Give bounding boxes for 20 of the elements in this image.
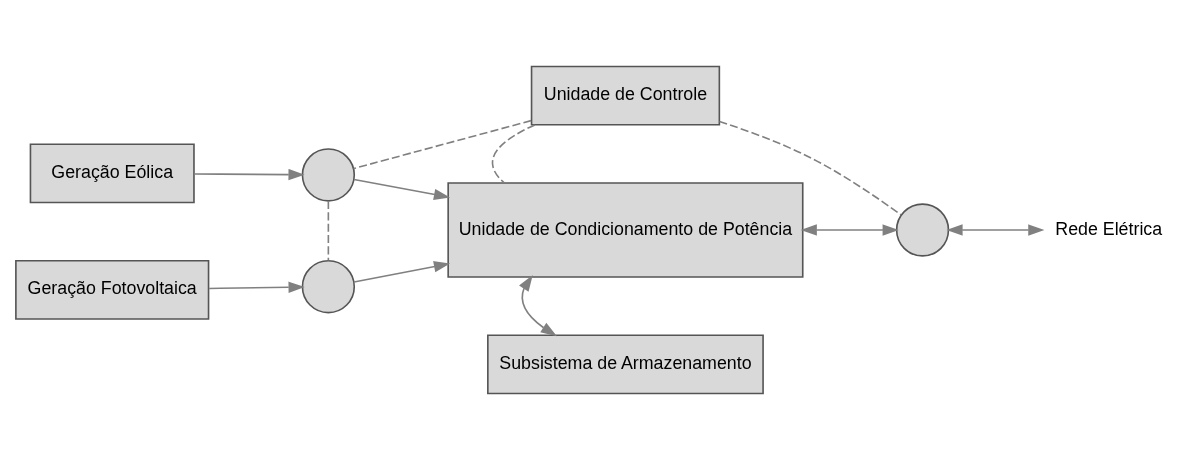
arrow [353, 261, 451, 283]
arrow [353, 178, 451, 201]
connector [718, 120, 902, 216]
connector [327, 200, 330, 262]
node-text: Rede Elétrica [1055, 218, 1163, 239]
arrow [800, 224, 899, 236]
node-box: Unidade de Controle [530, 65, 721, 126]
node-circle [895, 203, 950, 257]
node-box: Subsistema de Armazenamento [487, 334, 764, 395]
node-circle [301, 259, 356, 314]
arrow [193, 169, 305, 181]
arrow [208, 281, 305, 293]
arrow [519, 275, 557, 337]
connector [352, 119, 532, 170]
connector [491, 124, 536, 184]
node-box: Unidade de Condicionamento de Potência [447, 182, 804, 278]
node-box: Geração Fotovoltaica [15, 259, 210, 320]
node-circle [301, 148, 356, 202]
node-box: Geração Eólica [29, 143, 195, 204]
arrow [946, 224, 1045, 236]
